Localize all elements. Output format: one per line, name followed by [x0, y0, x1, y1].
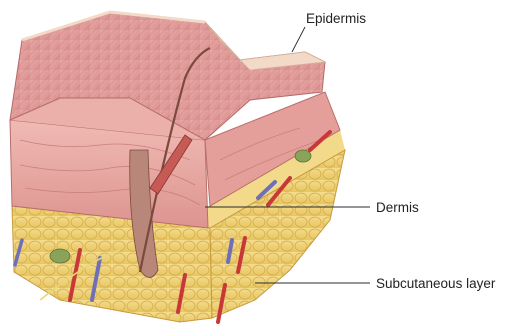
epidermis-leader-line: [292, 27, 305, 52]
label-subcutaneous-layer: Subcutaneous layer: [376, 276, 496, 291]
sweat-gland: [50, 249, 70, 263]
sebaceous-gland: [295, 150, 311, 162]
label-epidermis: Epidermis: [306, 11, 366, 26]
label-dermis: Dermis: [376, 200, 419, 215]
